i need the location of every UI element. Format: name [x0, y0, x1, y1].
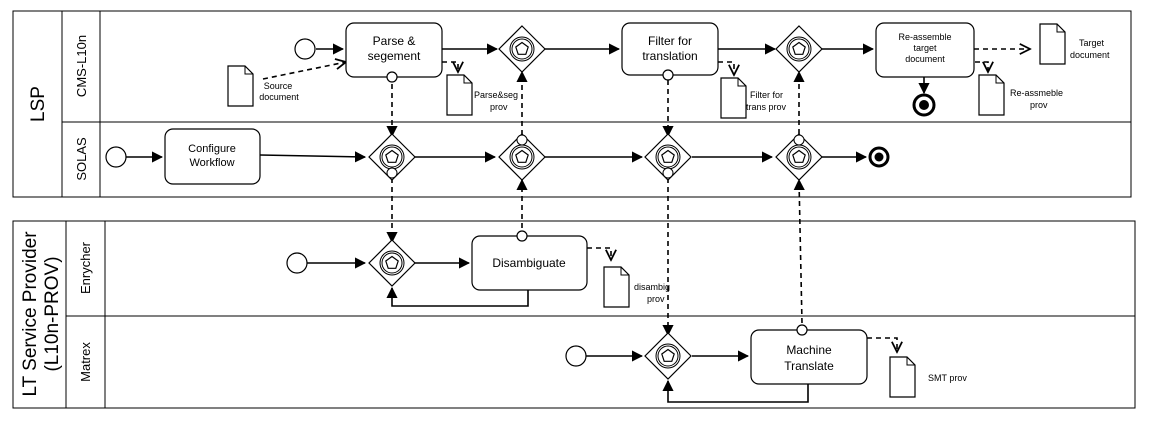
lane-label-matrex: Matrex [78, 342, 93, 382]
task-label-line: Configure [188, 143, 236, 155]
data-object-disambig-prov[interactable] [603, 266, 630, 308]
pool-label-l10n-prov: (L10n-PROV) [42, 256, 63, 371]
data-object-parse-prov[interactable] [446, 74, 473, 116]
data-object-source-document[interactable] [227, 65, 254, 107]
doc-label-source: document [259, 92, 299, 102]
gateways [368, 25, 823, 380]
start-event-matrex[interactable] [565, 345, 587, 367]
task-label-line: Workflow [189, 157, 234, 169]
pool-label-lsp: LSP [28, 86, 49, 122]
pool-lt-service-provider: LT Service Provider (L10n-PROV) Enrycher… [12, 220, 1136, 409]
boundary-event [796, 324, 808, 336]
task-disambiguate[interactable]: Disambiguate [471, 235, 588, 291]
lane-label-solas: SOLAS [74, 137, 89, 181]
event-based-gateway[interactable] [368, 133, 416, 181]
boundary-event [662, 167, 674, 179]
start-event-enrycher[interactable] [286, 252, 308, 274]
event-based-gateway[interactable] [368, 239, 416, 287]
data-objects [227, 23, 1066, 398]
lane-label-enrycher: Enrycher [78, 241, 93, 294]
lane-label-cms-l10n: CMS-L10n [74, 35, 89, 97]
data-object-smt-prov[interactable] [889, 356, 916, 398]
task-label-line: Machine [786, 343, 832, 357]
task-label-line: Re-assemble [898, 32, 951, 42]
task-label-line: Filter for [648, 34, 692, 48]
task-label-line: translation [642, 49, 697, 63]
doc-label-target: Target [1079, 38, 1105, 48]
data-associations [262, 49, 1030, 352]
doc-label-disambig-prov: disambig [634, 282, 670, 292]
event-based-gateway[interactable] [644, 133, 692, 181]
event-based-gateway[interactable] [775, 25, 823, 73]
boundary-event [516, 134, 528, 146]
start-event-cms[interactable] [294, 38, 316, 60]
boundary-event [516, 230, 528, 242]
boundary-event [793, 134, 805, 146]
doc-label-filter-prov: trans prov [746, 102, 787, 112]
end-event-cms[interactable] [912, 93, 936, 117]
task-label-line: Translate [784, 359, 834, 373]
doc-label-reassemble-prov: prov [1030, 100, 1048, 110]
doc-label-filter-prov: Filter for [750, 90, 783, 100]
task-label-line: target [913, 43, 937, 53]
event-based-gateway[interactable] [498, 133, 546, 181]
doc-label-source: Source [264, 81, 293, 91]
task-filter-for-translation[interactable]: Filter for translation [621, 22, 719, 76]
doc-label-parse-prov: Parse&seg [474, 90, 518, 100]
data-object-filter-prov[interactable] [720, 77, 747, 119]
task-configure-workflow[interactable]: Configure Workflow [164, 128, 261, 185]
doc-label-reassemble-prov: Re-assmeble [1010, 88, 1063, 98]
doc-label-smt-prov: SMT prov [928, 373, 967, 383]
data-object-target-document[interactable] [1039, 23, 1066, 65]
event-based-gateway[interactable] [644, 332, 692, 380]
sequence-flows [126, 43, 930, 403]
task-label-line: Parse & [373, 34, 416, 48]
task-label-line: document [905, 54, 945, 64]
boundary-event [662, 69, 674, 81]
start-event-solas[interactable] [105, 146, 127, 168]
task-label-line: segement [368, 49, 421, 63]
task-label-line: Disambiguate [492, 256, 566, 270]
event-based-gateway[interactable] [775, 133, 823, 181]
doc-label-disambig-prov: prov [647, 294, 665, 304]
doc-label-target: document [1070, 50, 1110, 60]
data-object-reassemble-prov[interactable] [978, 74, 1005, 116]
task-reassemble-target-document[interactable]: Re-assemble target document [875, 22, 975, 78]
end-event-solas[interactable] [868, 146, 890, 168]
task-machine-translate[interactable]: Machine Translate [750, 329, 868, 385]
task-parse-segment[interactable]: Parse & segement [345, 22, 443, 78]
doc-label-parse-prov: prov [490, 102, 508, 112]
event-based-gateway[interactable] [498, 25, 546, 73]
boundary-event [386, 71, 398, 83]
pool-label-lt-service-provider: LT Service Provider [20, 231, 41, 397]
pool-lsp: LSP CMS-L10n SOLAS [12, 10, 1132, 198]
boundary-event [386, 167, 398, 179]
